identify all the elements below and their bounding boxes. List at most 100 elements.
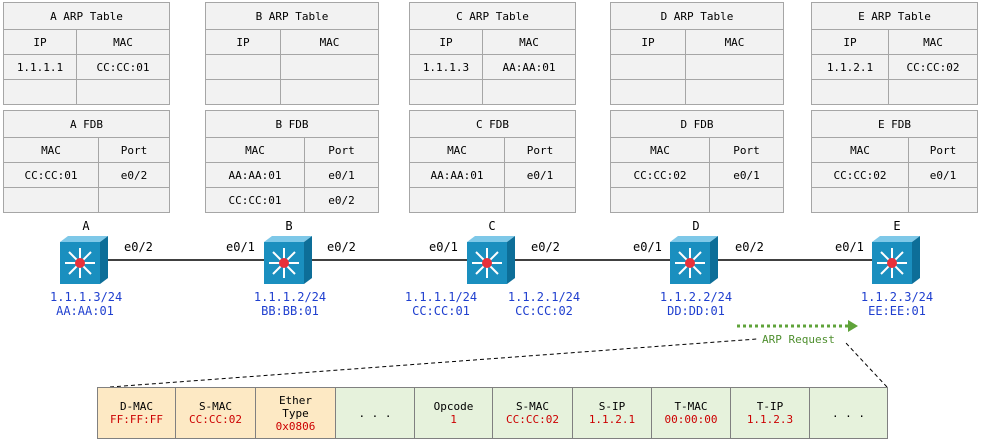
packet-field-ellipsis-end: . . . [809, 387, 888, 439]
col-header-ip: IP [811, 29, 889, 55]
field-label: Ether [278, 393, 313, 407]
ip-address: 1.1.2.1/24 [507, 290, 581, 304]
col-header-port: Port [304, 137, 379, 163]
switch-icon[interactable] [60, 236, 108, 284]
mac-address: EE:EE:01 [868, 304, 926, 318]
table-cell [409, 79, 483, 105]
table-title: D ARP Table [610, 2, 784, 30]
table-cell: CC:CC:02 [888, 54, 978, 80]
field-value: FF:FF:FF [110, 413, 163, 426]
mac-address: CC:CC:02 [515, 304, 573, 318]
port-label-d-left: e0/1 [633, 240, 662, 254]
table-cell [908, 187, 978, 213]
table-title: E FDB [811, 110, 978, 138]
table-cell [610, 187, 710, 213]
col-header-ip: IP [205, 29, 281, 55]
ip-address: 1.1.2.2/24 [659, 290, 733, 304]
col-header-mac: MAC [685, 29, 784, 55]
col-header-mac: MAC [888, 29, 978, 55]
table-cell: CC:CC:02 [811, 162, 909, 188]
field-label: T-IP [756, 400, 784, 413]
table-title: B FDB [205, 110, 379, 138]
col-header-port: Port [908, 137, 978, 163]
table-cell [504, 187, 576, 213]
ip-address: 1.1.1.2/24 [253, 290, 327, 304]
zoom-line-right [844, 341, 888, 388]
table-title: D FDB [610, 110, 784, 138]
field-label: S-MAC [515, 400, 550, 413]
packet-field-target-ip: T-IP 1.1.2.3 [730, 387, 810, 439]
field-value: 1.1.2.3 [746, 413, 794, 426]
table-cell: AA:AA:01 [482, 54, 576, 80]
table-cell [685, 79, 784, 105]
table-cell [888, 79, 978, 105]
port-label-a-right: e0/2 [124, 240, 153, 254]
field-label: . . . [831, 406, 866, 420]
field-label: T-MAC [674, 400, 708, 413]
field-value: 1.1.2.1 [588, 413, 636, 426]
field-value: 00:00:00 [664, 413, 718, 426]
field-label: S-IP [598, 400, 626, 413]
mac-address: DD:DD:01 [667, 304, 725, 318]
table-title: A ARP Table [3, 2, 170, 30]
address-a: 1.1.1.3/24 AA:AA:01 [50, 290, 123, 318]
col-header-port: Port [98, 137, 170, 163]
packet-field-ellipsis: . . . [335, 387, 415, 439]
switch-icon[interactable] [872, 236, 920, 284]
mac-address: AA:AA:01 [56, 304, 114, 318]
field-label: Opcode [433, 400, 474, 413]
col-header-mac: MAC [610, 137, 710, 163]
field-value: 1 [450, 413, 457, 426]
table-cell [280, 54, 379, 80]
arp-request-label: ARP Request [762, 333, 835, 346]
port-label-e-left: e0/1 [835, 240, 864, 254]
table-title: B ARP Table [205, 2, 379, 30]
table-cell: e0/1 [709, 162, 784, 188]
ip-address: 1.1.1.3/24 [50, 290, 123, 304]
device-label-a: A [82, 219, 90, 233]
port-label-c-right: e0/2 [531, 240, 560, 254]
field-label: . . . [358, 406, 392, 420]
arp-request-arrowhead [848, 320, 858, 332]
table-cell [709, 187, 784, 213]
table-cell [3, 187, 99, 213]
field-label: D-MAC [119, 400, 154, 413]
switch-icon[interactable] [467, 236, 515, 284]
packet-field-dmac: D-MAC FF:FF:FF [97, 387, 176, 439]
table-cell [76, 79, 170, 105]
device-label-d: D [692, 219, 700, 233]
ip-address: 1.1.1.1/24 [404, 290, 478, 304]
switch-icon[interactable] [264, 236, 312, 284]
col-header-mac: MAC [76, 29, 170, 55]
packet-field-opcode: Opcode 1 [414, 387, 493, 439]
field-label: Type [282, 406, 309, 420]
table-cell [610, 79, 686, 105]
address-d: 1.1.2.2/24 DD:DD:01 [659, 290, 733, 318]
port-label-b-right: e0/2 [327, 240, 356, 254]
address-e: 1.1.2.3/24 EE:EE:01 [860, 290, 934, 318]
table-cell: e0/2 [304, 187, 379, 213]
field-value: CC:CC:02 [189, 413, 242, 426]
table-cell: AA:AA:01 [205, 162, 305, 188]
address-b: 1.1.1.2/24 BB:BB:01 [253, 290, 327, 318]
switch-icon[interactable] [670, 236, 718, 284]
packet-field-smac: S-MAC CC:CC:02 [175, 387, 256, 439]
device-label-c: C [488, 219, 496, 233]
field-value: CC:CC:02 [506, 413, 559, 426]
table-cell: AA:AA:01 [409, 162, 505, 188]
table-title: E ARP Table [811, 2, 978, 30]
col-header-mac: MAC [409, 137, 505, 163]
table-cell: 1.1.1.3 [409, 54, 483, 80]
mac-address: BB:BB:01 [261, 304, 319, 318]
field-value: 0x0806 [275, 419, 316, 433]
